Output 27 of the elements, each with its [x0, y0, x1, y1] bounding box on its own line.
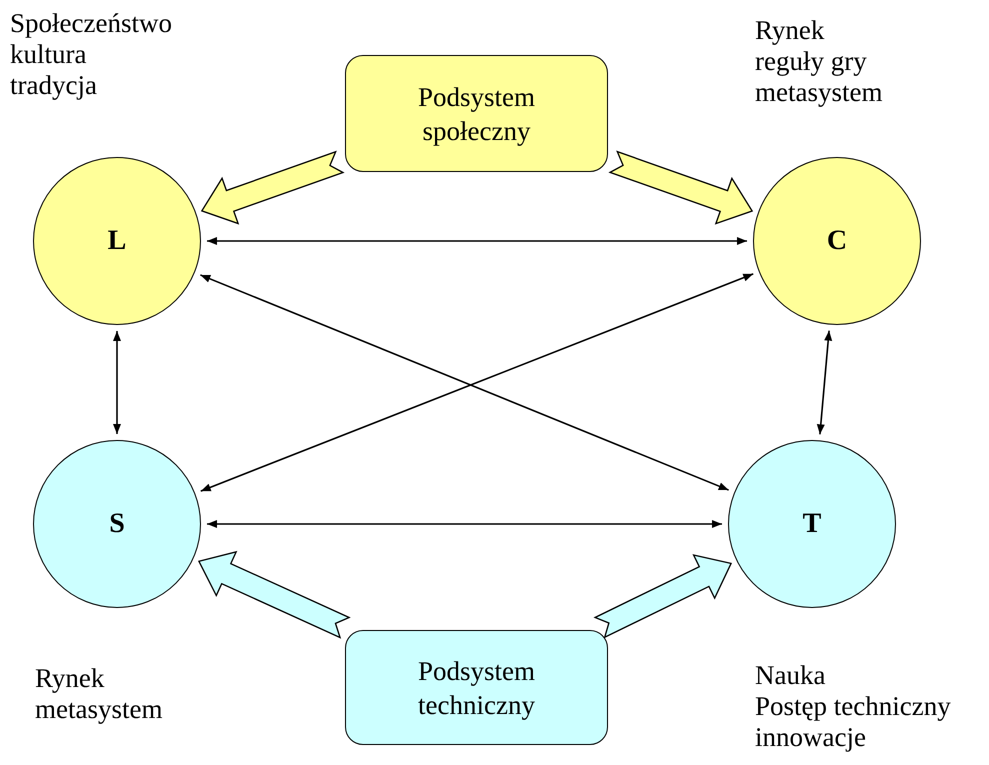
double-arrow	[207, 520, 722, 528]
caption-text: tradycja	[10, 70, 98, 101]
box-title: Podsystem techniczny	[416, 654, 536, 722]
caption-text: Rynek	[755, 15, 826, 46]
circle-letter: S	[109, 510, 125, 538]
double-arrow	[816, 330, 832, 434]
caption-text: Postęp techniczny	[755, 691, 951, 722]
circle-letter: L	[108, 227, 126, 255]
caption-text: Nauka	[755, 660, 826, 691]
block-arrow	[200, 150, 345, 225]
caption-text: metasystem	[35, 694, 162, 725]
caption-text: innowacje	[755, 722, 867, 753]
caption-text: reguły gry	[755, 46, 868, 77]
box-title: Podsystem społeczny	[416, 80, 536, 148]
subsystem-box	[345, 630, 608, 745]
block-arrow	[608, 150, 754, 225]
block-arrow	[198, 550, 351, 639]
caption-text: Społeczeństwo	[10, 8, 172, 39]
subsystem-box	[345, 55, 608, 172]
double-arrow	[207, 237, 747, 245]
caption-text: kultura	[10, 39, 88, 70]
caption-text: Rynek	[35, 663, 106, 694]
double-arrow	[113, 331, 121, 434]
circle-letter: C	[826, 227, 848, 255]
block-arrow	[593, 554, 732, 638]
circle-letter: T	[802, 510, 822, 538]
caption-text: metasystem	[755, 77, 882, 108]
